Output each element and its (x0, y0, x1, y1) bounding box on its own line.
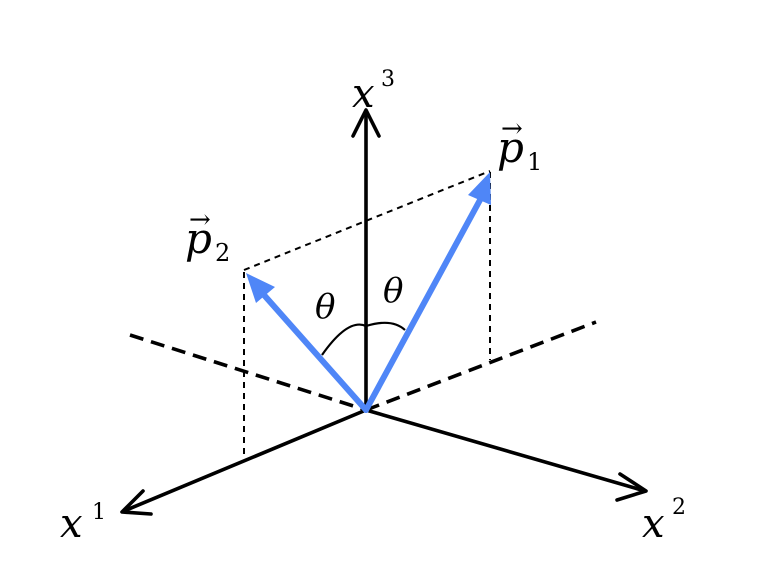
axis-x3 (351, 108, 381, 412)
plane-dashed-line-right (365, 320, 597, 412)
axis-x1 (120, 408, 368, 516)
svg-text:3: 3 (381, 67, 395, 92)
svg-text:1: 1 (527, 148, 542, 176)
angle-label-right: θ (383, 271, 403, 311)
svg-text:p: p (185, 214, 212, 263)
label-x3: x 3 (352, 67, 395, 117)
angle-label-left: θ (315, 287, 335, 327)
svg-text:x: x (352, 71, 375, 117)
svg-text:2: 2 (672, 495, 686, 520)
svg-text:1: 1 (92, 500, 106, 525)
svg-text:x: x (60, 501, 83, 547)
vector-p2-arrow (246, 273, 369, 413)
angle-arc-right (365, 321, 406, 331)
angle-arc-left (321, 323, 367, 356)
svg-text:x: x (642, 501, 665, 547)
svg-text:→: → (501, 114, 523, 144)
label-p2: → p 2 (185, 205, 230, 267)
svg-text:p: p (497, 123, 524, 172)
svg-text:→: → (189, 205, 211, 235)
label-p1: → p 1 (497, 114, 542, 176)
label-x2: x 2 (642, 495, 686, 547)
axis-x2 (364, 408, 648, 502)
vector-p1-arrow (363, 172, 491, 413)
svg-text:2: 2 (215, 239, 230, 267)
label-x1: x 1 (60, 500, 106, 547)
plane-dashed-line-left (129, 333, 367, 412)
